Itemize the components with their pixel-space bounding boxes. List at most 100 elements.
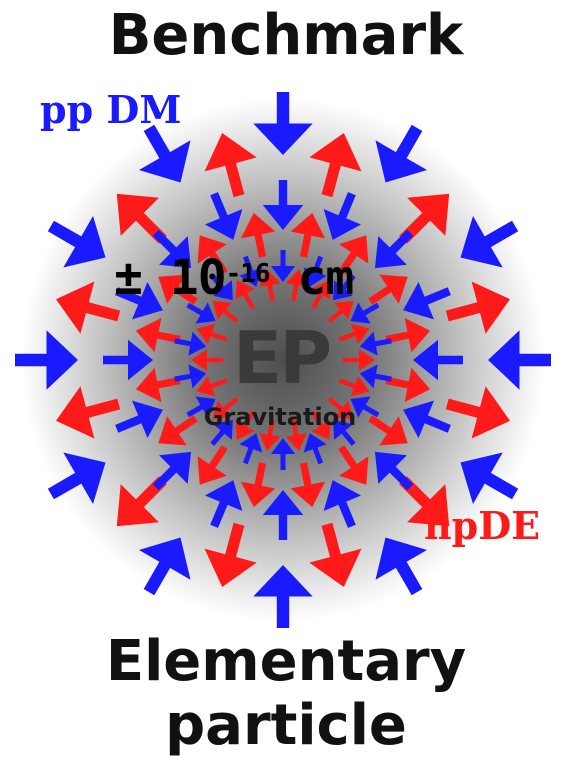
inward-arrow-middle [205,192,243,240]
title-line-2: particle [165,693,407,758]
inward-arrow-outer [460,452,519,504]
outward-arrow-outer [56,281,121,334]
title-line-1: Elementary [105,629,467,694]
inward-arrow-outer [253,92,313,155]
inward-arrow-middle [115,400,163,438]
inward-arrow-inner [239,433,263,465]
label-pp-dm: pp DM [40,87,182,132]
outward-arrow-inner [235,280,255,310]
inward-arrow-inner [303,255,327,287]
center-label-ep: EP [233,316,332,400]
outward-arrow-middle [290,212,326,258]
inward-arrow-outer [15,330,78,390]
inward-arrow-inner [359,364,392,389]
outward-arrow-inner [196,375,228,397]
inward-arrow-outer [460,216,519,268]
outward-arrow-middle [385,317,431,353]
outward-arrow-middle [338,445,369,485]
outward-arrow-middle [240,212,276,258]
outward-arrow-outer [445,386,510,439]
outward-arrow-outer [309,522,362,587]
center-sublabel-gravitation: Gravitation [203,403,357,431]
outward-arrow-inner [327,300,354,324]
inward-arrow-middle [323,480,361,528]
inward-arrow-inner [186,302,216,324]
inward-arrow-middle [403,400,451,438]
inward-arrow-inner [270,250,296,282]
outward-arrow-inner [327,396,354,420]
label-np-de: npDE [424,503,541,548]
outward-arrow-inner [259,269,281,302]
scale-label: ± 10-16 cm [114,250,354,306]
inward-arrow-inner [303,433,327,465]
outward-arrow-middle [385,367,431,403]
outward-arrow-outer [399,193,450,244]
inward-arrow-outer [47,452,106,504]
outward-arrow-outer [204,133,257,198]
inward-arrow-outer [375,537,427,596]
outward-arrow-inner [343,349,375,371]
outward-arrow-inner [212,396,239,420]
outward-arrow-outer [56,386,121,439]
inward-arrow-outer [47,216,106,268]
outward-arrow-inner [311,410,331,440]
outward-arrow-middle [135,317,181,353]
inward-arrow-middle [152,229,192,269]
inward-arrow-outer [488,330,551,390]
outward-arrow-middle [197,445,228,485]
inward-arrow-inner [174,331,207,356]
outward-arrow-middle [338,235,369,275]
outward-arrow-outer [399,476,450,527]
outward-arrow-inner [285,269,307,302]
inward-arrow-outer [375,124,427,183]
inward-arrow-inner [239,255,263,287]
scale-prefix: ± 10 [114,250,227,306]
inward-arrow-middle [262,180,304,230]
inward-arrow-middle [205,480,243,528]
inward-arrow-middle [374,229,414,269]
outward-arrow-outer [309,133,362,198]
inward-arrow-outer [139,124,191,183]
inward-arrow-inner [270,438,296,470]
outward-arrow-inner [235,410,255,440]
inward-arrow-inner [210,419,233,446]
scale-unit: cm [269,250,354,306]
inward-arrow-inner [333,274,356,301]
outward-arrow-middle [290,462,326,508]
outward-arrow-middle [158,274,198,305]
outward-arrow-inner [285,418,307,451]
inward-arrow-middle [413,339,463,381]
inward-arrow-outer [139,537,191,596]
outward-arrow-middle [368,415,408,446]
outward-arrow-inner [191,349,223,371]
inward-arrow-middle [403,282,451,320]
inward-arrow-inner [210,274,233,301]
inward-arrow-inner [350,396,380,418]
inward-arrow-middle [103,339,153,381]
outward-arrow-inner [311,280,331,310]
outward-arrow-outer [116,193,167,244]
outward-arrow-middle [135,367,181,403]
inward-arrow-inner [174,364,207,389]
inward-arrow-middle [374,451,414,491]
outward-arrow-inner [196,323,228,345]
outward-arrow-middle [368,274,408,305]
inward-arrow-middle [323,192,361,240]
outward-arrow-inner [338,323,370,345]
outward-arrow-middle [240,462,276,508]
outward-arrow-inner [338,375,370,397]
outward-arrow-inner [259,418,281,451]
inward-arrow-middle [152,451,192,491]
inward-arrow-inner [333,419,356,446]
scale-exponent: -16 [225,259,271,289]
outward-arrow-middle [197,235,228,275]
inward-arrow-inner [359,331,392,356]
inward-arrow-inner [186,396,216,418]
outward-arrow-inner [212,300,239,324]
title-benchmark: Benchmark [108,3,464,68]
inward-arrow-inner [350,302,380,324]
inward-arrow-outer [253,565,313,628]
inward-arrow-middle [115,282,163,320]
